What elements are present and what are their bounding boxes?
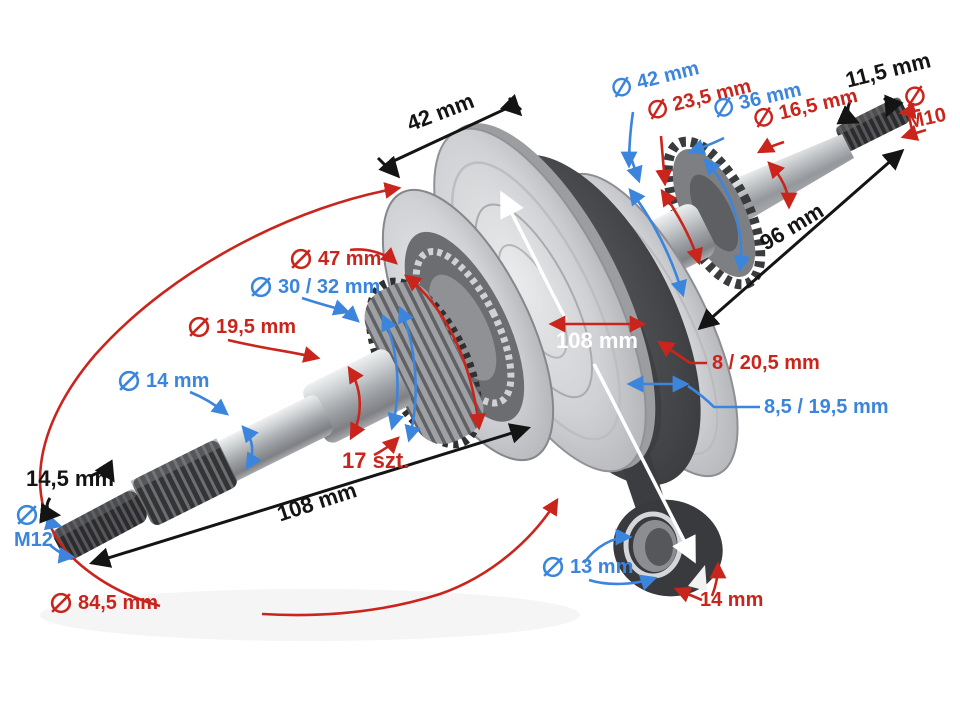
black-dimension-lines <box>39 93 905 568</box>
dim-14-5-arrow-1 <box>89 459 115 483</box>
dim-14-bottom-label: 14 mm <box>700 590 763 610</box>
dim-14-5-label: 14,5 mm <box>26 468 114 490</box>
spline-count-label: 17 szt. <box>342 450 409 472</box>
dia-30-32-label: 30 / 32 mm <box>248 274 380 300</box>
dia-47-arc <box>404 274 486 431</box>
m10-arrow-1 <box>898 102 921 120</box>
dia-42-leader <box>620 111 638 169</box>
diameter-icon <box>754 106 774 128</box>
dim-108-center-text: 108 mm <box>556 328 638 353</box>
dim-14-bottom-text: 14 mm <box>700 589 764 611</box>
dia-19-5-label: 19,5 mm <box>186 314 296 340</box>
dim-96-line <box>697 148 905 331</box>
dim-8-20-5-leader <box>656 340 707 365</box>
dim-11-5-arrow-2 <box>882 94 904 118</box>
dim-108-center-label: 108 mm <box>556 330 638 352</box>
dia-13-text: 13 mm <box>570 556 634 578</box>
diameter-icon <box>16 504 38 526</box>
dia-19-5-leader <box>227 338 321 363</box>
m12-arrow-2 <box>49 544 76 564</box>
diameter-icon <box>250 276 272 298</box>
dia-47-label: 47 mm <box>288 246 381 272</box>
diameter-icon <box>50 592 72 614</box>
dia-13-label: 13 mm <box>540 554 633 580</box>
dia-42-label: 42 mm <box>607 56 701 101</box>
web-length-arrow <box>500 190 568 321</box>
dim-108-bottom-line <box>88 423 532 568</box>
dia-84-5-text: 84,5 mm <box>78 592 159 614</box>
crankshaft-body <box>51 97 910 597</box>
dia-30-32-leader <box>301 296 351 316</box>
diameter-icon <box>905 85 925 107</box>
diameter-icon <box>648 98 668 120</box>
diameter-icon <box>290 248 312 270</box>
thread-m12-label: M12 <box>14 502 53 550</box>
dia-13-arc-bottom <box>588 574 658 591</box>
dia-36-label: 36 mm <box>709 78 804 122</box>
dia-47-leader <box>349 247 398 265</box>
dia-30-32-arc-front <box>381 313 404 431</box>
dim-14-arrow-2 <box>709 561 727 597</box>
dim-14-5-text: 14,5 mm <box>26 466 115 491</box>
dim-14-5-arrow-2 <box>39 497 62 524</box>
dia-30-32-leader-2 <box>341 305 360 323</box>
dim-42-arrow-right <box>499 93 523 117</box>
dia-84-5-label: 84,5 mm <box>48 590 158 616</box>
dim-11-5-arrow-1 <box>836 99 860 125</box>
dia-47-text: 47 mm <box>318 248 382 270</box>
dim-8-5-19-5-text: 8,5 / 19,5 mm <box>764 396 889 418</box>
diameter-icon <box>542 556 564 578</box>
dia-30-32-text: 30 / 32 mm <box>278 276 381 298</box>
dim-8-5-19-5-leader <box>687 384 760 409</box>
dia-16-5-label: 16,5 mm <box>749 84 860 132</box>
dia-84-5-ellipse-left <box>38 182 402 608</box>
diameter-icon <box>612 76 632 98</box>
dia-42-arc <box>628 187 687 298</box>
dia-23-5-label: 23,5 mm <box>643 74 754 123</box>
m10-arrow-2 <box>900 124 927 141</box>
rod-length-arrow <box>592 363 696 564</box>
dim-42-arrow-left <box>378 155 401 179</box>
diameter-icon <box>188 316 210 338</box>
dim-14-arrow-1 <box>673 586 703 603</box>
dia-42-leader-2 <box>626 149 643 184</box>
dia-13-arc-top <box>582 528 633 564</box>
dia-19-5-text: 19,5 mm <box>216 316 297 338</box>
dia-23-5-leader <box>655 135 673 187</box>
dia-14-text: 14 mm <box>146 370 210 392</box>
spline-count-text: 17 szt. <box>342 448 410 473</box>
dim-8-5-19-5-label: 8,5 / 19,5 mm <box>764 397 889 417</box>
diameter-icon <box>714 96 734 118</box>
white-axis-arrows <box>500 190 696 564</box>
dia-16-5-leader <box>756 137 785 154</box>
dim-42-line <box>384 102 517 167</box>
diameter-icon <box>118 370 140 392</box>
dim-8-20-5-label: 8 / 20,5 mm <box>712 353 820 373</box>
dia-14-leader <box>189 390 229 416</box>
dia-36-leader <box>687 136 725 156</box>
dim-8-20-5-text: 8 / 20,5 mm <box>712 352 820 374</box>
dia-14-label: 14 mm <box>116 368 209 394</box>
thread-m12-text: M12 <box>14 529 53 551</box>
